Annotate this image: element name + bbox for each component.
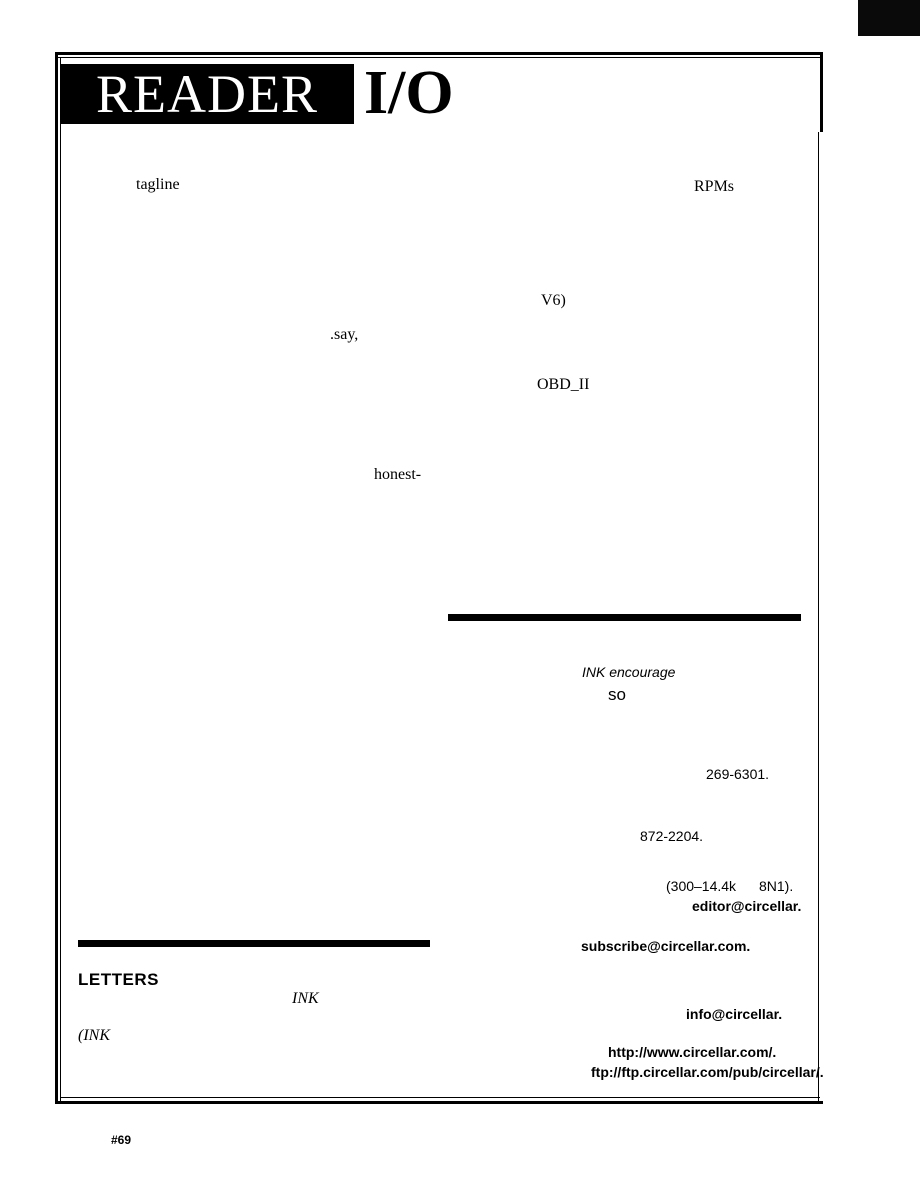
frame-right-inner-rule	[818, 132, 819, 1102]
text-fragment: RPMs	[694, 178, 735, 195]
editor-email-link[interactable]: editor@circellar.	[692, 898, 802, 914]
section-divider-left	[78, 940, 430, 947]
frame-top-rule	[55, 52, 823, 55]
section-divider-right	[448, 614, 801, 621]
corner-registration-mark	[858, 0, 920, 36]
text-fragment: (INK	[78, 1027, 110, 1044]
phone-number: 269-6301.	[706, 766, 770, 782]
modem-speed: (300–14.4k	[666, 878, 737, 894]
letters-heading: LETTERS	[78, 970, 159, 989]
info-email-link[interactable]: info@circellar.	[686, 1006, 783, 1022]
fax-number: 872-2204.	[640, 828, 704, 844]
issue-number: #69	[111, 1133, 132, 1147]
text-fragment: INK encourage	[582, 664, 676, 680]
website-url-link[interactable]: http://www.circellar.com/.	[608, 1044, 777, 1060]
text-fragment: V6)	[541, 292, 566, 309]
frame-left-inner-rule	[60, 57, 61, 1102]
frame-bottom-inner-rule	[60, 1097, 820, 1098]
frame-bottom-rule	[55, 1101, 823, 1104]
text-fragment: tagline	[136, 176, 180, 193]
frame-left-rule	[55, 52, 58, 1104]
text-fragment: so	[608, 685, 626, 704]
page-title-highlight: READER	[60, 64, 354, 124]
text-fragment: INK	[292, 990, 319, 1007]
subscribe-email-link[interactable]: subscribe@circellar.com.	[581, 938, 751, 954]
text-fragment: OBD_II	[537, 376, 590, 393]
page-title-rest: I/O	[364, 59, 454, 127]
text-fragment: honest-	[374, 466, 422, 483]
modem-settings: 8N1).	[759, 878, 794, 894]
frame-top-inner-rule	[55, 57, 823, 58]
frame-right-rule	[820, 52, 823, 132]
ftp-url-link[interactable]: ftp://ftp.circellar.com/pub/circellar/.	[591, 1064, 824, 1080]
text-fragment: .say,	[330, 326, 359, 343]
